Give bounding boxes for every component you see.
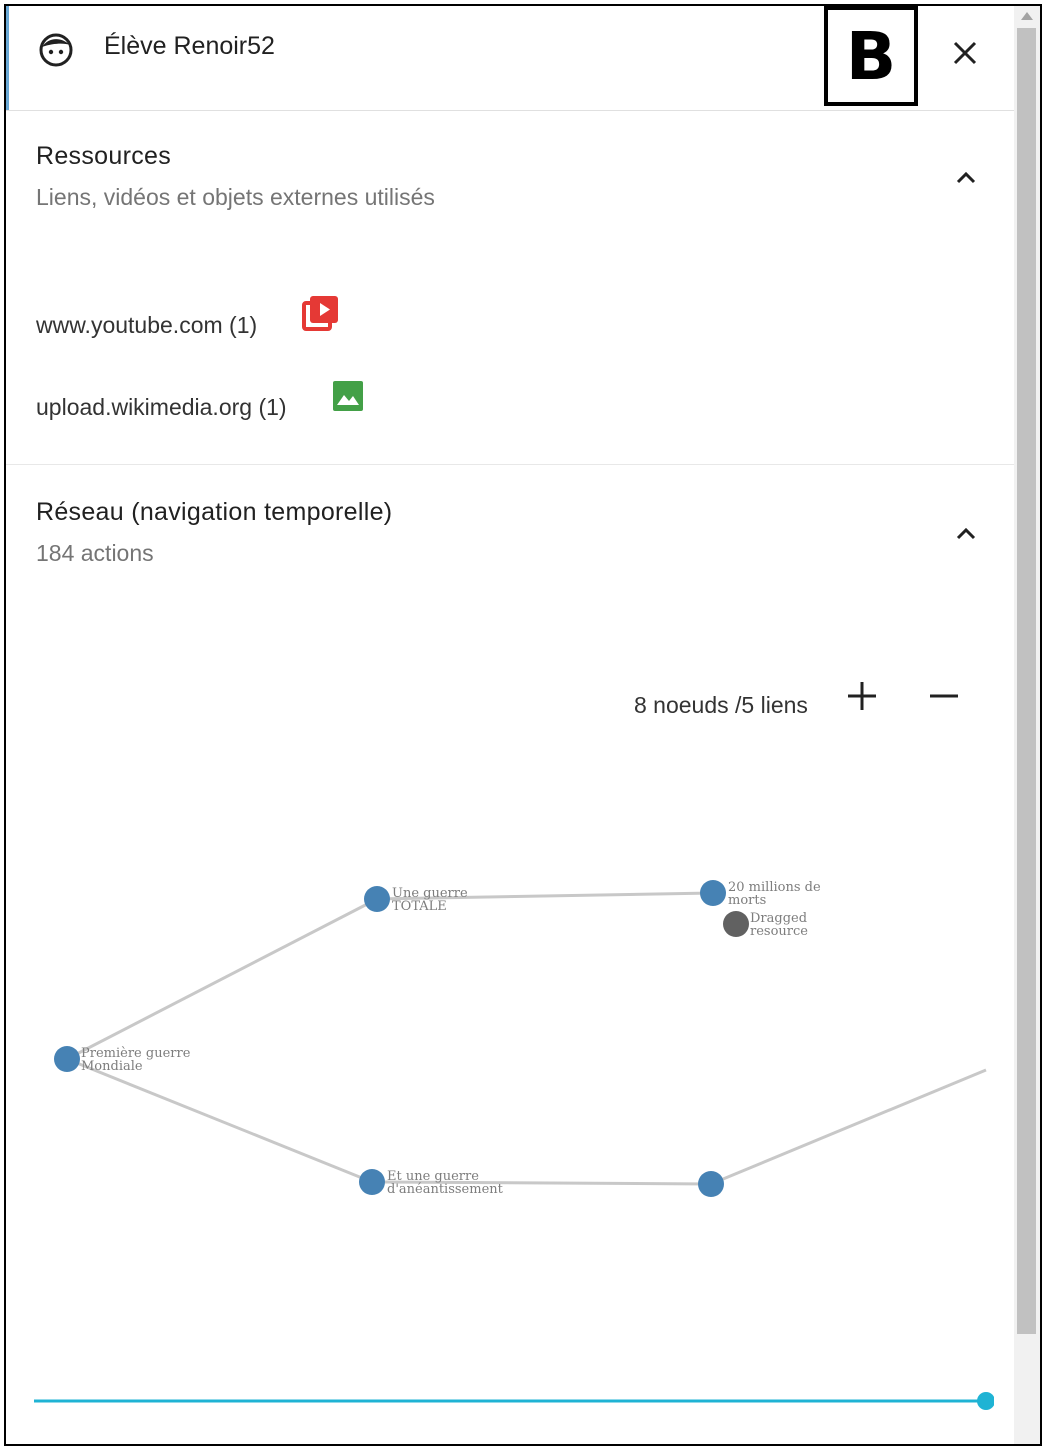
label-badge: B (824, 6, 918, 106)
graph-edge (376, 891, 714, 901)
graph-node[interactable]: Première guerre Mondiale (54, 1046, 191, 1074)
graph-node[interactable]: Une guerre TOTALE (364, 886, 468, 914)
video-library-icon (302, 295, 340, 331)
scroll-up-arrow-icon[interactable] (1021, 12, 1033, 20)
node-label: morts (728, 893, 766, 908)
graph-count-label: 8 noeuds /5 liens (634, 692, 808, 718)
network-title: Réseau (navigation temporelle) (36, 498, 393, 526)
node-label: Mondiale (81, 1059, 143, 1074)
node-label: Première guerre (81, 1046, 191, 1061)
graph-edge (371, 1180, 712, 1186)
collapse-resources-chevron-up-icon[interactable] (950, 162, 982, 194)
node-label: 20 millions de (728, 880, 821, 895)
scrollbar[interactable] (1014, 6, 1040, 1444)
graph-edge (710, 1068, 987, 1186)
resource-link-wikimedia[interactable]: upload.wikimedia.org (1) (36, 394, 287, 420)
node-label: resource (750, 924, 808, 939)
resources-subtitle: Liens, vidéos et objets externes utilisé… (36, 184, 435, 210)
timeline-thumb[interactable] (977, 1392, 994, 1410)
network-graph[interactable]: Première guerre Mondiale Une guerre TOTA… (6, 866, 1014, 1226)
network-subtitle: 184 actions (36, 540, 154, 566)
resource-link-youtube[interactable]: www.youtube.com (1) (36, 312, 258, 338)
node-label: Et une guerre (387, 1169, 479, 1184)
node-label: d'anéantissement (387, 1182, 504, 1197)
graph-node-dragged[interactable]: Dragged resource (723, 911, 808, 939)
close-icon[interactable] (946, 34, 984, 72)
section-divider (6, 464, 1014, 465)
image-icon (332, 380, 364, 412)
face-icon (38, 32, 74, 68)
panel-accent (6, 6, 9, 110)
graph-node[interactable] (698, 1171, 724, 1197)
node-label: Une guerre (392, 886, 468, 901)
graph-node[interactable]: 20 millions de morts (700, 880, 821, 908)
user-name: Élève Renoir52 (104, 32, 275, 60)
graph-edges (66, 891, 987, 1186)
node-label: Dragged (750, 911, 807, 926)
resources-title: Ressources (36, 142, 171, 170)
graph-edge (66, 1057, 373, 1184)
panel-header: Élève Renoir52 B (6, 6, 1014, 111)
side-panel: Élève Renoir52 B Ressources Liens, vidéo… (4, 4, 1042, 1446)
graph-node[interactable]: Et une guerre d'anéantissement (359, 1169, 504, 1197)
collapse-network-chevron-up-icon[interactable] (950, 518, 982, 550)
scrollbar-thumb[interactable] (1017, 28, 1036, 1334)
node-label: TOTALE (392, 899, 447, 914)
zoom-in-plus-icon[interactable] (844, 678, 880, 714)
graph-edge (66, 897, 378, 1061)
zoom-out-minus-icon[interactable] (926, 678, 962, 714)
timeline-slider[interactable] (34, 1386, 994, 1416)
